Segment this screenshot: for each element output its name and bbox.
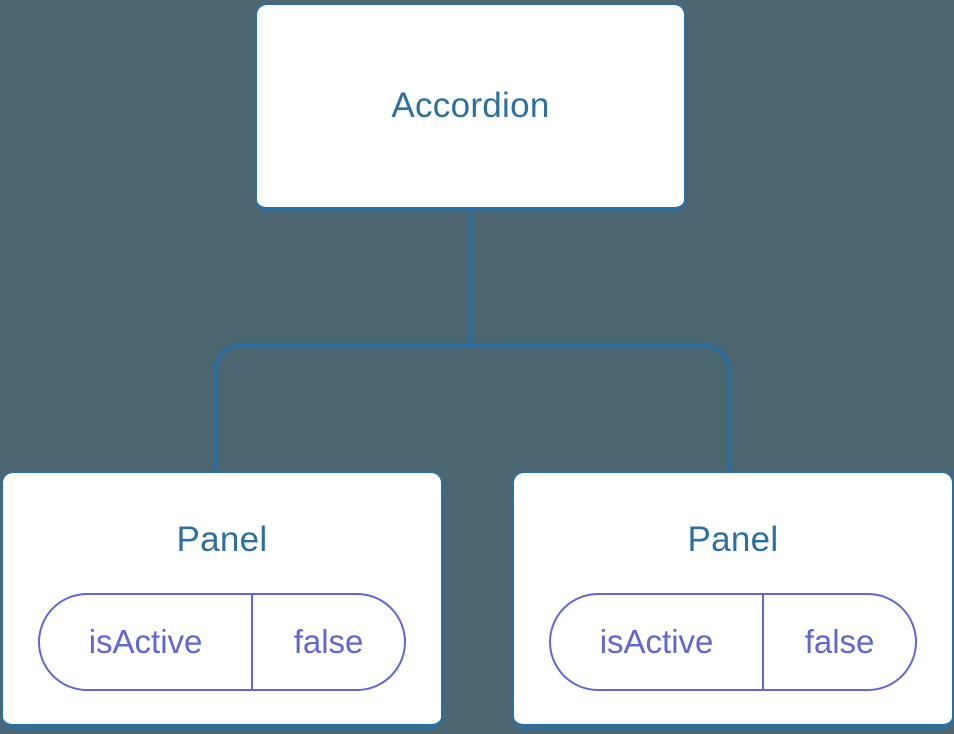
state-key: isActive: [551, 595, 765, 689]
component-node-panel-2: Panel isActive false: [512, 471, 954, 729]
state-pill: isActive false: [38, 593, 406, 691]
state-value: false: [293, 623, 364, 660]
component-node-accordion: Accordion: [255, 3, 686, 212]
state-pill: isActive false: [549, 593, 917, 691]
accordion-node-label: Accordion: [391, 86, 550, 125]
panel-node-label: Panel: [176, 520, 268, 559]
connector-branch-line: [213, 343, 731, 472]
panel-node-label: Panel: [687, 520, 779, 559]
state-key: isActive: [40, 595, 254, 689]
component-node-panel-1: Panel isActive false: [1, 471, 443, 729]
state-value: false: [804, 623, 875, 660]
